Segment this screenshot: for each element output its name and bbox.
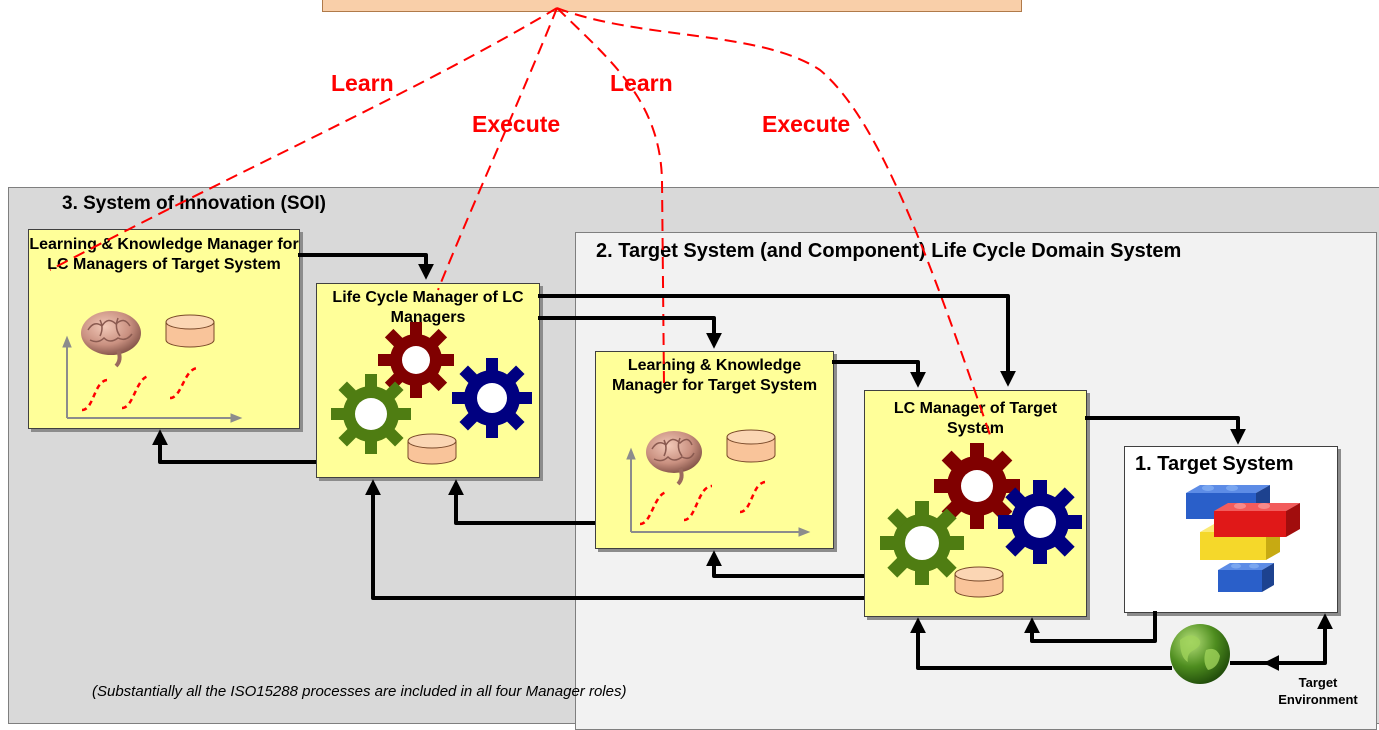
database-icon-b: [407, 433, 457, 465]
lcm-lc-managers-title: Life Cycle Manager of LC Managers: [332, 289, 524, 326]
gear-icon-red-d: [934, 443, 1020, 529]
database-icon-a: [165, 314, 215, 348]
soi-title: 3. System of Innovation (SOI): [62, 193, 326, 214]
globe-icon: [1170, 624, 1230, 684]
s-curve-chart-a: [62, 335, 243, 423]
lk-manager-lc-managers-title: Learning & Knowledge Manager for LC Mana…: [29, 236, 299, 273]
execute-label-right: Execute: [762, 111, 851, 137]
learn-label-left: Learn: [331, 70, 394, 96]
domain-title: 2. Target System (and Component) Life Cy…: [596, 240, 1182, 262]
brain-icon-c: [646, 431, 702, 486]
top-box: [322, 0, 1022, 12]
brain-icon-a: [81, 311, 141, 368]
flow-arrows: [152, 253, 1333, 671]
gear-icon-green-d: [880, 501, 964, 585]
execute-label-left: Execute: [472, 111, 561, 137]
iso-note: (Substantially all the ISO15288 processe…: [92, 683, 627, 700]
gear-icon-blue-b: [452, 358, 532, 438]
s-curve-chart-c: [626, 447, 811, 537]
gear-icon-blue-d: [998, 480, 1082, 564]
gear-icon-red-b: [378, 322, 454, 398]
lk-manager-lc-managers-box: Learning & Knowledge Manager for LC Mana…: [28, 229, 300, 429]
database-icon-d: [954, 566, 1004, 598]
target-system-title: 1. Target System: [1135, 453, 1294, 475]
database-icon-c: [726, 429, 776, 463]
learn-label-right: Learn: [610, 70, 673, 96]
gear-icon-green-b: [331, 374, 411, 454]
learn-execute-lines: [49, 7, 991, 436]
lego-bricks-icon: [1186, 485, 1300, 592]
target-environment-label: Target Environment: [1278, 675, 1358, 707]
